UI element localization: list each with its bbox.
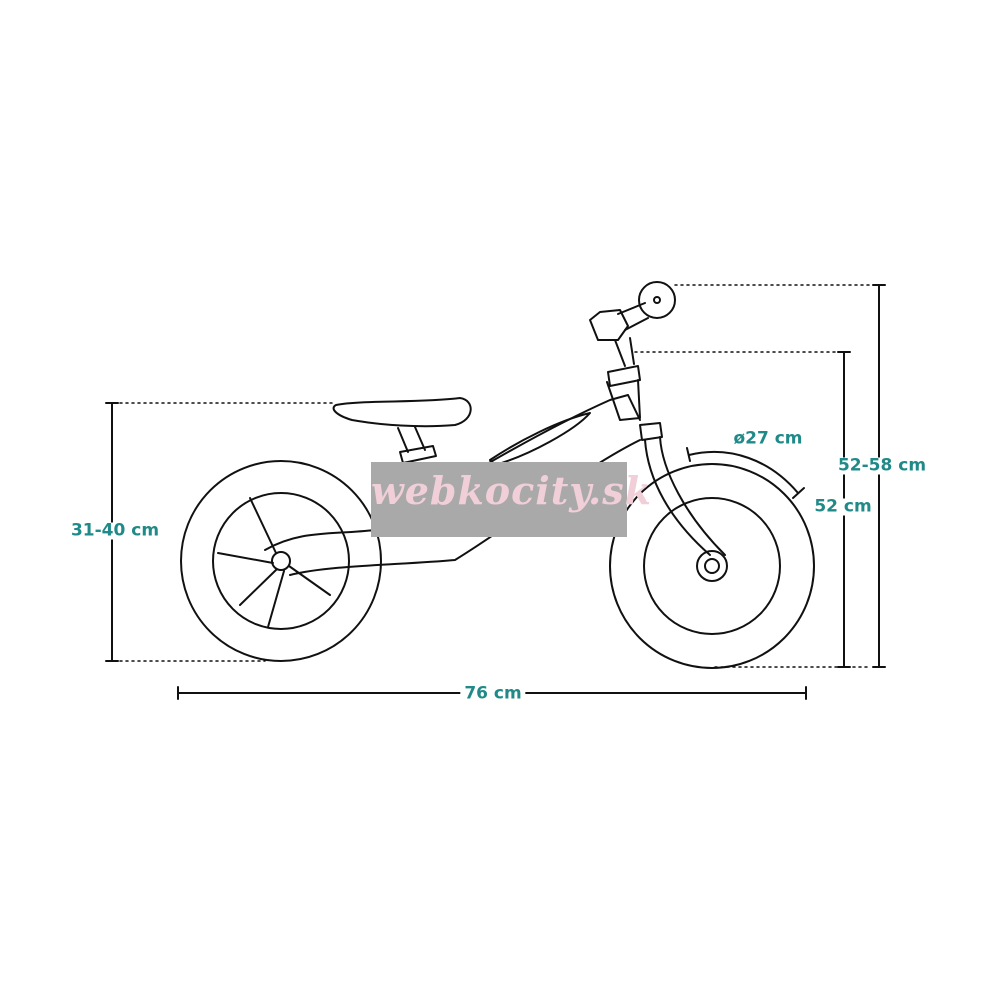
- wheel-diameter-label: ø27 cm: [733, 428, 803, 449]
- frame: [264, 337, 726, 576]
- watermark: webkocity.sk: [371, 462, 652, 537]
- seat: [332, 397, 472, 464]
- front-wheel: [609, 463, 815, 669]
- watermark-text: webkocity.sk: [371, 468, 652, 513]
- frame-height-label: 52 cm: [810, 498, 876, 516]
- handlebar: [589, 281, 676, 341]
- length-label: 76 cm: [460, 685, 526, 703]
- rear-wheel: [180, 460, 382, 662]
- handlebar-height-label: 52-58 cm: [833, 457, 931, 475]
- dimension-lines: [105, 284, 886, 700]
- seat-height-label: 31-40 cm: [66, 522, 164, 540]
